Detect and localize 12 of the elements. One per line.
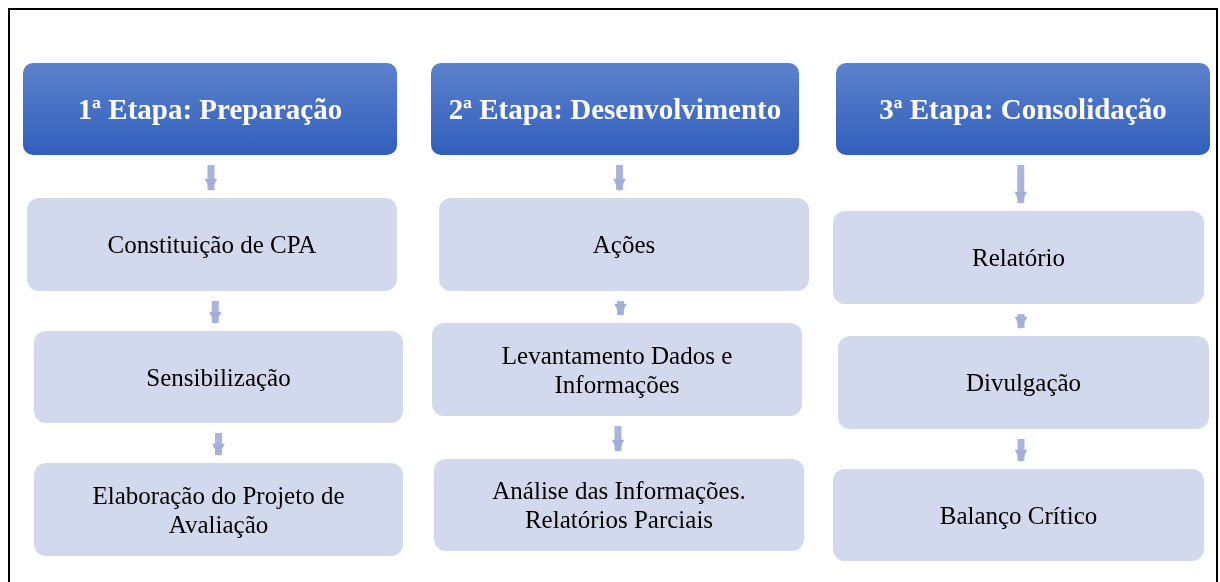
stage-header: 2ª Etapa: Desenvolvimento <box>431 63 799 155</box>
stage-header: 1ª Etapa: Preparação <box>23 63 397 155</box>
step-box: Divulgação <box>838 336 1209 429</box>
step-box: Balanço Crítico <box>833 469 1204 561</box>
step-box: Análise das Informações. Relatórios Parciais <box>434 459 804 551</box>
step-box: Elaboração do Projeto de Avaliação <box>34 463 403 556</box>
step-box: Constituição de CPA <box>27 198 397 291</box>
step-box: Sensibilização <box>34 331 403 423</box>
step-box: Relatório <box>833 211 1204 304</box>
step-box: Ações <box>439 198 809 291</box>
stage-header: 3ª Etapa: Consolidação <box>836 63 1210 155</box>
step-box: Levantamento Dados e Informações <box>432 323 802 416</box>
